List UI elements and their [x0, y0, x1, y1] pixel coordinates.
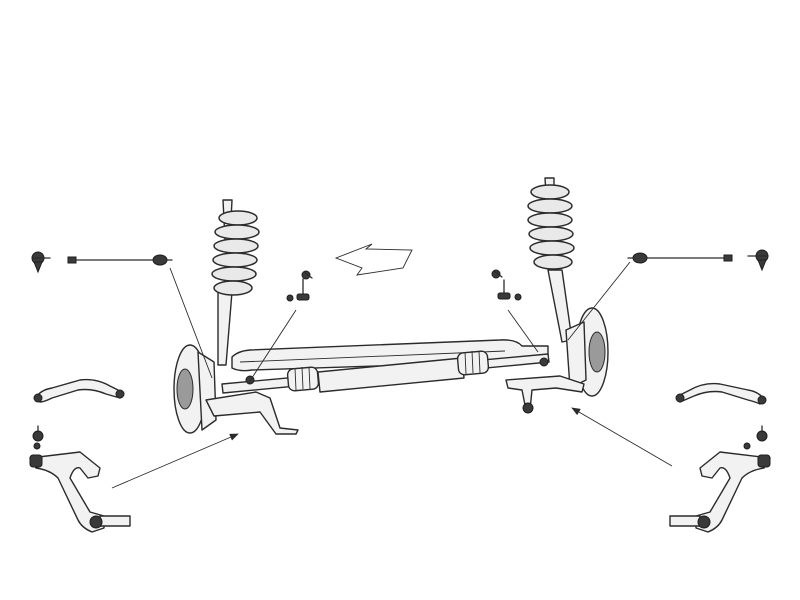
- control-arm-right-icon: [675, 382, 767, 405]
- tie-rod-end-left-icon: [31, 251, 51, 274]
- leader-lines: [111, 261, 673, 489]
- stabilizer-link-right-icon: [491, 269, 522, 301]
- tie-rod-end-right-icon: [747, 249, 769, 272]
- strut-spring-right-icon: [527, 177, 575, 343]
- ball-joint-left-icon: [32, 425, 44, 450]
- lower-control-arm-left-icon: [29, 451, 131, 533]
- upper-arm-right-icon: [505, 357, 585, 414]
- stabilizer-link-left-icon: [286, 270, 313, 302]
- rack-boot-right: [456, 350, 490, 376]
- direction-arrow-icon: [334, 243, 413, 276]
- inner-tie-rod-left-icon: [67, 254, 173, 266]
- lower-control-arm-right-icon: [669, 451, 771, 533]
- hub-knuckle-right: [565, 307, 609, 397]
- rack-boot-left: [286, 366, 320, 392]
- control-arm-left-icon: [33, 378, 125, 403]
- inner-tie-rod-right-icon: [627, 252, 733, 264]
- steering-rack-icon: [221, 350, 550, 394]
- hub-knuckle-left: [173, 344, 217, 434]
- strut-spring-left-icon: [211, 199, 260, 366]
- ball-joint-right-icon: [743, 425, 768, 450]
